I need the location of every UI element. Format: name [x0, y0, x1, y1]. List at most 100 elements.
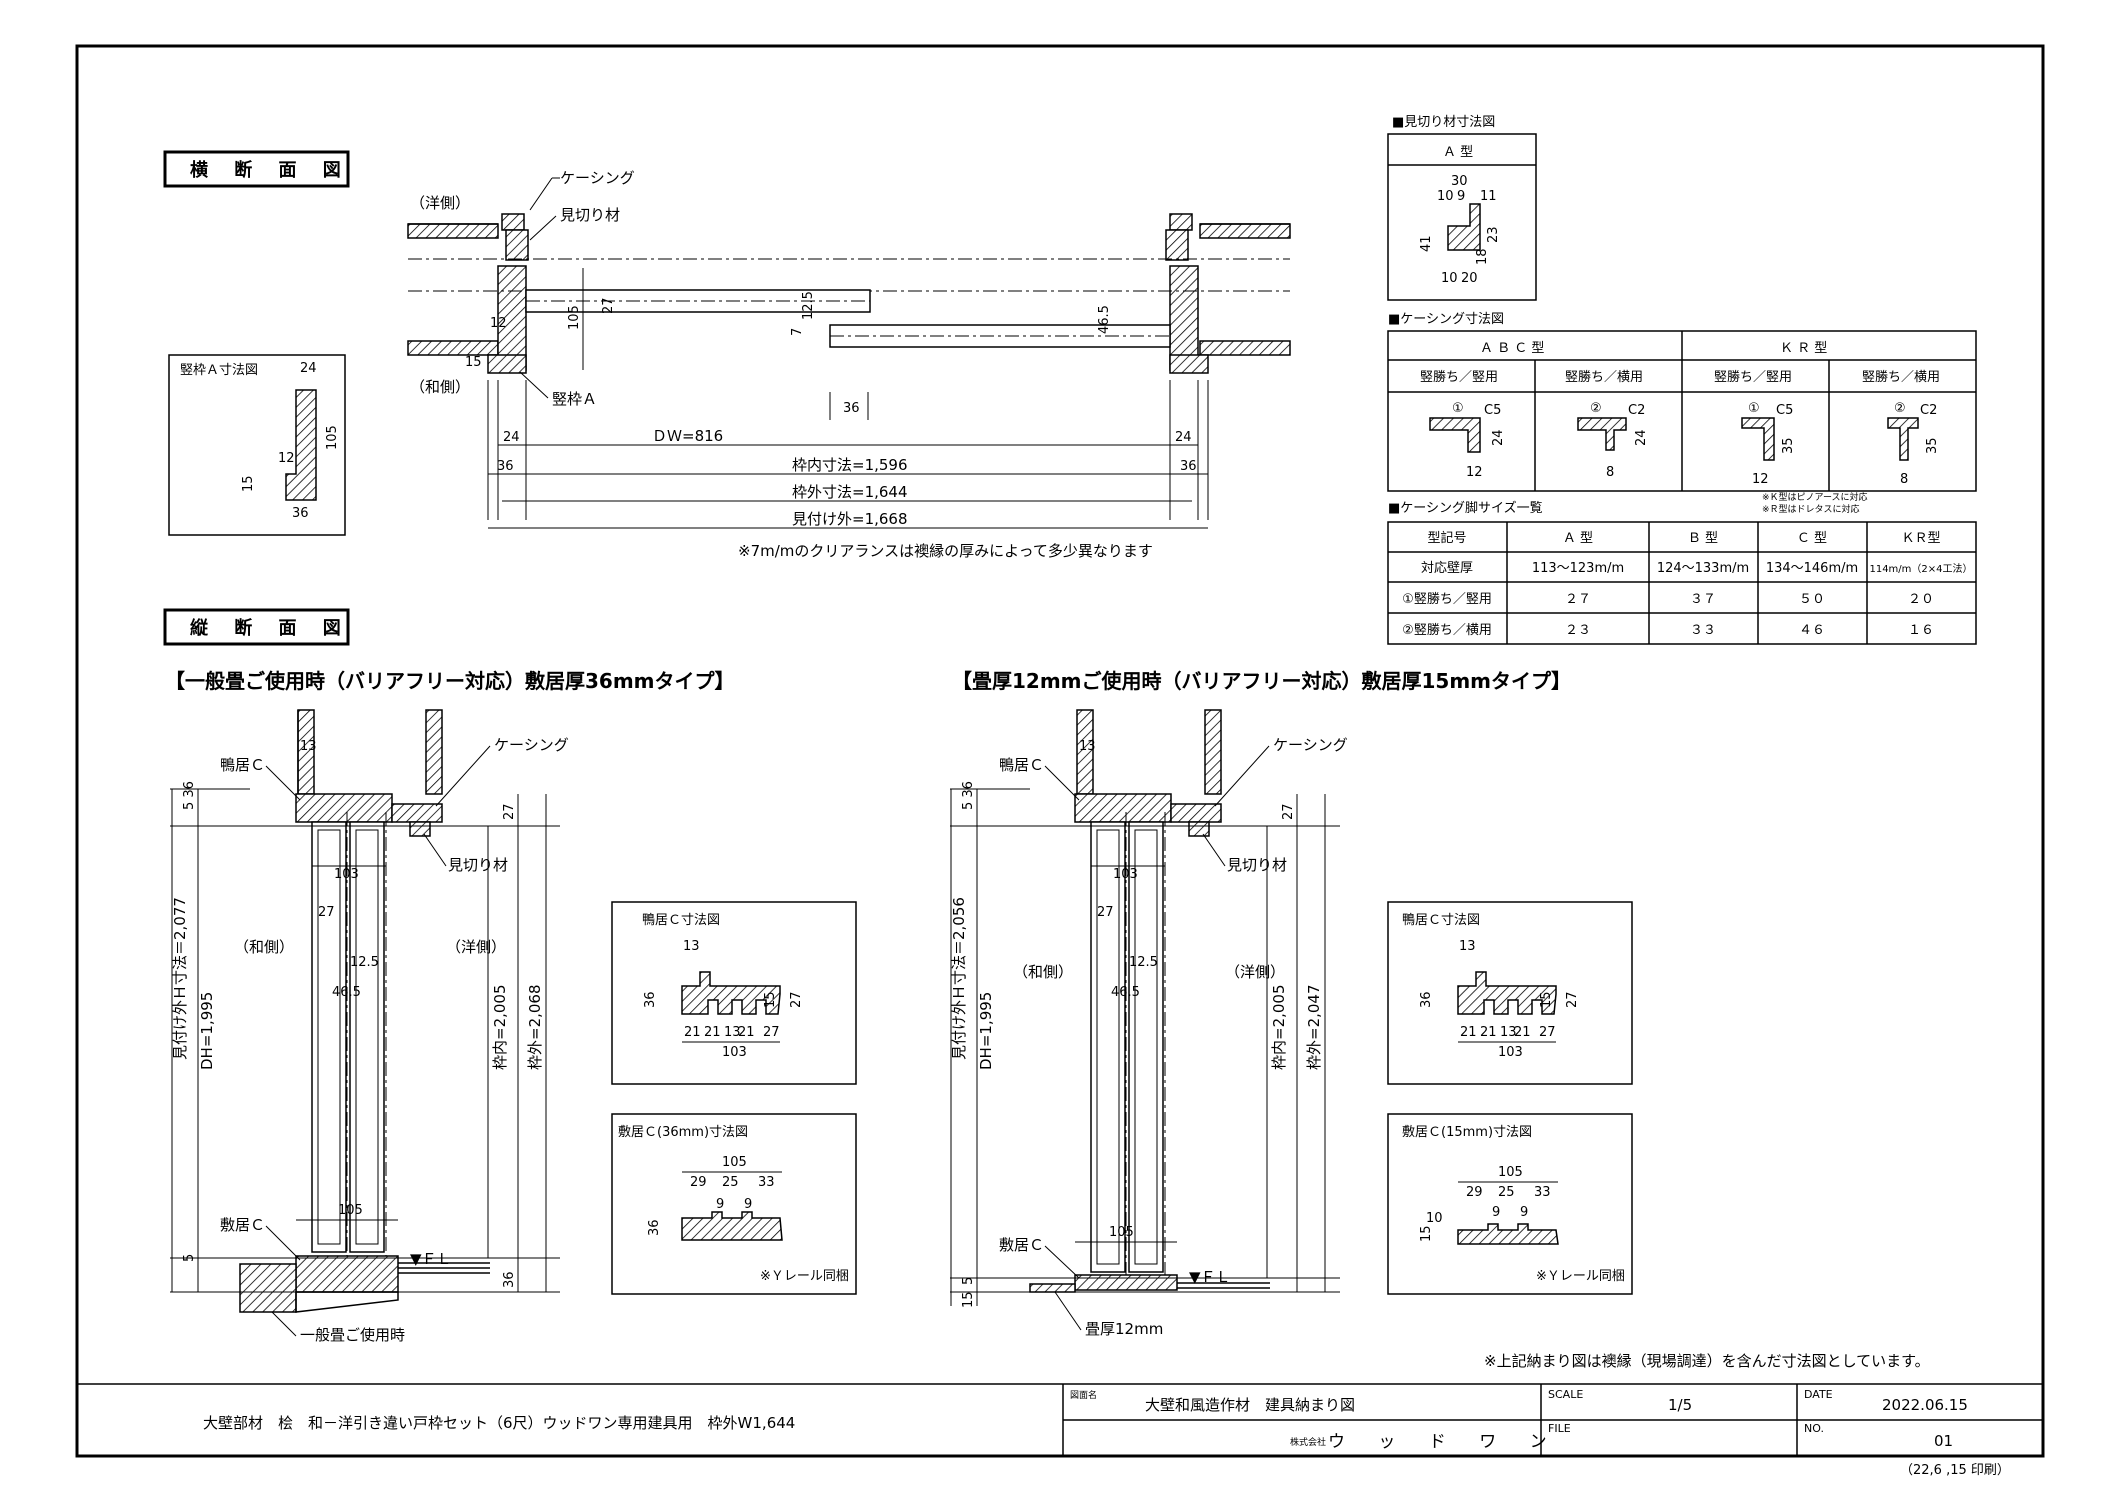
tatami-left: [239, 1263, 297, 1313]
cross-section-note: ※7m/mのクリアランスは襖縁の厚みによって多少異なります: [738, 542, 1153, 560]
title-block: 大壁部材 桧 和－洋引き違い戸枠セット（6尺）ウッドワン専用建具用 枠外W1,6…: [77, 1383, 2043, 1456]
left-outer: 枠外=2,068: [526, 984, 544, 1070]
size-table-cell: ３７: [1690, 592, 1716, 607]
td-36: 36: [292, 506, 309, 521]
md-30: 30: [1451, 174, 1468, 189]
kamoi-left-d13: 13: [683, 939, 700, 954]
casing-c1-mark: ①: [1452, 401, 1464, 416]
casing-c3-b: 12: [1752, 472, 1769, 487]
size-table-cell: １６: [1908, 623, 1934, 638]
left-japanese: （和側）: [234, 938, 294, 956]
casing-c1-b: 12: [1466, 465, 1483, 480]
shikii36-detail: 敷居Ｃ(36mm)寸法図 105 29 25 33 9 9 36 ※Ｙレール同梱: [611, 1113, 857, 1295]
shikii36-d36: 36: [647, 1219, 662, 1236]
size-table-cell: ３３: [1690, 623, 1716, 638]
size-table-cell: 124〜133m/m: [1657, 561, 1749, 576]
size-table-header-cell: Ｂ 型: [1688, 531, 1718, 546]
shikii15-d29: 29: [1466, 1185, 1483, 1200]
size-table-header-cell: Ｃ 型: [1797, 531, 1827, 546]
footer-drawing-name: 大壁和風造作材 建具納まり図: [1145, 1396, 1355, 1414]
size-table-header-cell: 型記号: [1427, 530, 1466, 546]
left-d13: 13: [300, 739, 317, 754]
kamoi-left-d21b: 21: [704, 1025, 721, 1040]
md-18: 18: [1475, 248, 1490, 265]
kamoi-right-d27: 27: [1565, 991, 1580, 1008]
casing-abc: Ａ Ｂ Ｃ 型: [1480, 341, 1544, 356]
dim-outer: 枠外寸法=1,644: [792, 483, 908, 501]
dim-36-mid: 36: [843, 401, 860, 416]
dim-105: 105: [567, 305, 582, 330]
kamoi-detail-right: 鴨居Ｃ寸法図 13 36 15 27 21 21 13 21 27 103: [1387, 901, 1633, 1085]
right-d12-5: 12.5: [1129, 955, 1158, 970]
kamoi-right-d36: 36: [1419, 991, 1434, 1008]
wall-japanese-right: [1199, 340, 1291, 356]
shikii36-d9b: 9: [744, 1197, 752, 1212]
casing-c2-a: 24: [1634, 429, 1649, 446]
casing-sub1: 竪勝ち／竪用: [1420, 370, 1498, 385]
wall-japanese-left: [407, 340, 499, 356]
mikiri-detail-title: ■見切り材寸法図: [1392, 115, 1495, 130]
left-d27: 27: [502, 803, 517, 820]
casing-c1-a: 24: [1491, 429, 1506, 446]
kamoi-left-d27b: 27: [763, 1025, 780, 1040]
kamoi-left-d27: 27: [789, 991, 804, 1008]
dim-7: 7: [790, 328, 805, 336]
casing-dims: ■ケーシング寸法図 Ａ Ｂ Ｃ 型 Ｋ Ｒ 型 竪勝ち／竪用 竪勝ち／横用 竪勝…: [1387, 312, 1977, 492]
right-d103: 103: [1113, 867, 1138, 882]
right-d15: 15: [961, 1291, 976, 1308]
kamoi-left-d21a: 21: [684, 1025, 701, 1040]
left-general-tatami: 一般畳ご使用時: [300, 1326, 405, 1344]
footer-print: （22,6 ,15 印刷）: [1900, 1463, 2010, 1478]
casing-kr: Ｋ Ｒ 型: [1780, 341, 1827, 356]
dim-12-5: 12.5: [801, 291, 816, 320]
casing-size-table: ■ケーシング脚サイズ一覧 ※Ｋ型はピノアースに対応 ※Ｒ型はドレタスに対応 型記…: [1387, 491, 1977, 645]
shikii15-detail: 敷居Ｃ(15mm)寸法図 105 29 25 33 9 9 10 15 ※Ｙレー…: [1387, 1113, 1633, 1295]
left-d36: 36: [502, 1271, 517, 1288]
shikii15-d9a: 9: [1492, 1205, 1500, 1220]
label-western: （洋側）: [410, 194, 470, 212]
casing-sub3: 竪勝ち／竪用: [1714, 370, 1792, 385]
left-d5-36: 5 36: [182, 781, 197, 810]
kamoi-right-d21c: 21: [1514, 1025, 1531, 1040]
md-41: 41: [1419, 235, 1434, 252]
kamoi-right-d13b: 13: [1500, 1025, 1517, 1040]
casing-c1-c: C5: [1484, 403, 1501, 418]
kamoi-right-d13: 13: [1459, 939, 1476, 954]
kamoi-right-d21b: 21: [1480, 1025, 1497, 1040]
dim-24-right: 24: [1175, 430, 1192, 445]
cross-section-title: 横 断 面 図: [190, 159, 351, 181]
tatewaku-detail-title: 竪枠Ａ寸法図: [180, 363, 258, 378]
md-10b: 10: [1441, 271, 1458, 286]
left-d12-5: 12.5: [350, 955, 379, 970]
left-d46-5: 46.5: [332, 985, 361, 1000]
right-dh: DH=1,995: [977, 992, 995, 1070]
kamoi-detail-left: 鴨居Ｃ寸法図 13 36 15 27 21 21 13 21 27 103: [611, 901, 857, 1085]
dim-46-5: 46.5: [1097, 305, 1112, 334]
left-mikiri: 見切り材: [448, 856, 508, 874]
right-fl: ▼ＦＬ: [1189, 1268, 1231, 1286]
kamoi-left-d36: 36: [643, 991, 658, 1008]
right-heading: 【畳厚12mmご使用時（バリアフリー対応）敷居厚15mmタイプ】: [952, 669, 1571, 693]
casing-sub4: 竪勝ち／横用: [1862, 370, 1940, 385]
casing-top-right: [1170, 803, 1222, 823]
vertical-section-right: 見付け外Ｈ寸法＝2,056 5 36 DH=1,995 5 15 枠内=2,00…: [950, 709, 1348, 1338]
right-western: （洋側）: [1225, 963, 1285, 981]
size-table-cell: ２３: [1565, 623, 1591, 638]
tatami-right: [1029, 1283, 1076, 1293]
tatewaku-profile: [285, 389, 317, 501]
shikii-c-right: [1074, 1274, 1178, 1291]
size-table-cell: 対応壁厚: [1421, 561, 1473, 576]
mikiri-detail: ■見切り材寸法図 Ａ 型 30 10 9 11 41 23 18 10 20: [1387, 115, 1537, 301]
kamoi-right-d103: 103: [1498, 1045, 1523, 1060]
right-d27: 27: [1281, 803, 1296, 820]
casing-c3-a: 35: [1781, 437, 1796, 454]
right-inner: 枠内=2,005: [1270, 984, 1288, 1070]
mikiri-right: [1165, 229, 1189, 261]
tatewaku-a-right: [1169, 265, 1199, 371]
md-9: 9: [1457, 189, 1465, 204]
casing-c2-c: C2: [1628, 403, 1645, 418]
shikii-c-left: [295, 1255, 399, 1293]
kamoi-left-d13b: 13: [724, 1025, 741, 1040]
size-table-cell: 113〜123m/m: [1532, 561, 1624, 576]
shikii36-title: 敷居Ｃ(36mm)寸法図: [618, 1125, 748, 1140]
